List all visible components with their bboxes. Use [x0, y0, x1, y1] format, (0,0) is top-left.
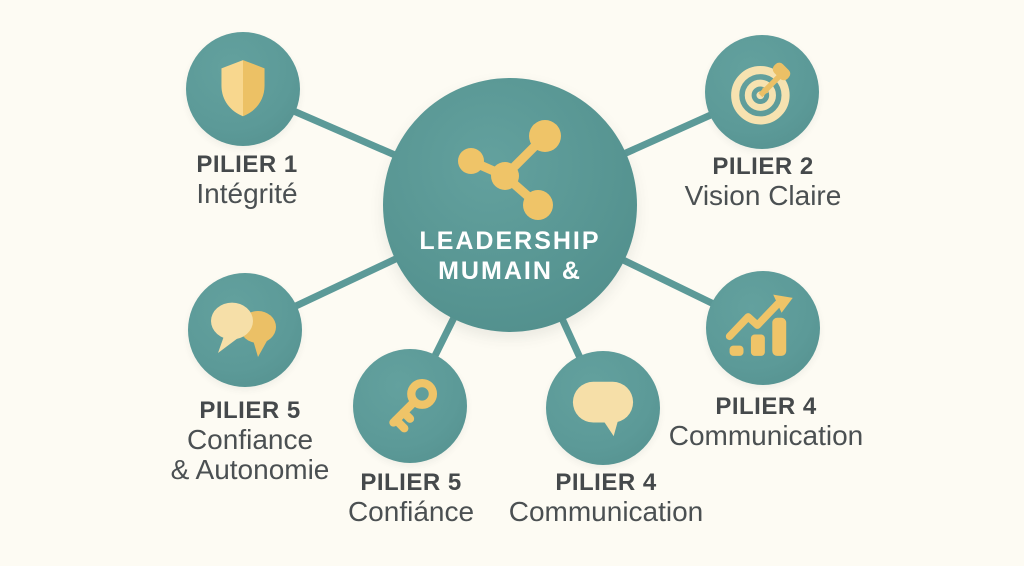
pillar-number: PILIER 4 [555, 469, 657, 496]
pillar-node-confiance-autonomie [188, 273, 302, 387]
pillar-subtitle-line2: & Autonomie [170, 454, 330, 485]
pillar-subtitle: Intégrité [196, 178, 298, 209]
pillar-number: PILIER 1 [196, 151, 298, 178]
pillar-node-confiance [353, 349, 467, 463]
hub-title-line2: MUMAIN & [438, 257, 582, 285]
pillar-label-communication-bottom: PILIER 4 Communication [478, 468, 734, 527]
shield-icon [221, 60, 265, 117]
pillar-label-integrite: PILIER 1 Intégrité [127, 150, 367, 209]
pillar-label-confiance: PILIER 5 Confiánce [291, 468, 531, 527]
pillar-number: PILIER 5 [199, 397, 301, 424]
pillar-node-communication-bottom [546, 351, 660, 465]
pillar-number: PILIER 4 [715, 393, 817, 420]
network-nodes-icon [458, 120, 561, 220]
pillar-subtitle: Communication [668, 420, 864, 451]
pillar-node-communication-right [706, 271, 820, 385]
pillar-subtitle: Confiance [186, 424, 314, 455]
pillar-label-vision: PILIER 2 Vision Claire [643, 152, 883, 211]
pillar-subtitle: Communication [508, 496, 704, 527]
pillar-number: PILIER 2 [712, 153, 814, 180]
chat-bubbles-icon [211, 302, 276, 357]
speech-bubble-icon [572, 381, 634, 437]
pillar-subtitle: Confiánce [347, 496, 475, 527]
pillar-node-vision [705, 35, 819, 149]
target-icon [731, 62, 791, 125]
pillar-number: PILIER 5 [360, 469, 462, 496]
pillar-subtitle: Vision Claire [684, 180, 842, 211]
hub-circle: LEADERSHIP MUMAIN & [383, 78, 637, 332]
pillar-node-integrite [186, 32, 300, 146]
hub-title: LEADERSHIP MUMAIN & [383, 226, 637, 286]
hub-title-line1: LEADERSHIP [419, 227, 601, 255]
pillar-label-communication-right: PILIER 4 Communication [638, 392, 894, 451]
pillar-label-confiance-autonomie: PILIER 5 Confiance & Autonomie [122, 396, 378, 485]
key-icon [389, 378, 438, 433]
growth-chart-icon [725, 294, 793, 356]
